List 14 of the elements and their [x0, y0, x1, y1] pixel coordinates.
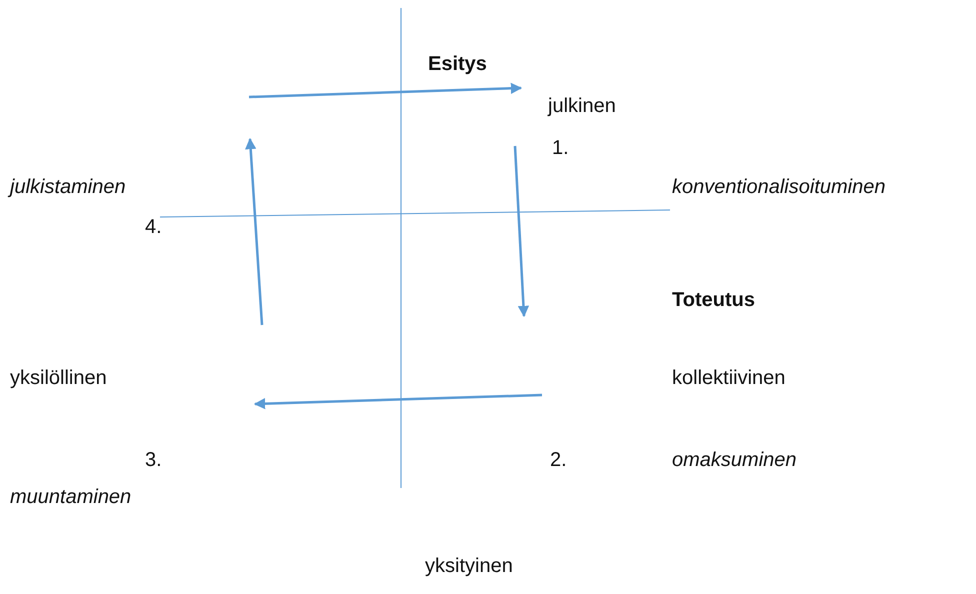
phase-label: omaksuminen	[672, 448, 797, 472]
quadrant-number: 2.	[550, 448, 567, 472]
axis-label: julkinen	[548, 94, 616, 118]
quadrant-number: 4.	[145, 215, 162, 239]
heading-label: Toteutus	[672, 288, 755, 312]
phase-label: julkistaminen	[10, 175, 126, 199]
axis-label: yksityinen	[425, 554, 513, 578]
axis-label: kollektiivinen	[672, 366, 786, 390]
heading-label: Esitys	[428, 52, 487, 76]
phase-label: muuntaminen	[10, 485, 132, 509]
axis-label: yksilöllinen	[10, 366, 107, 390]
quadrant-number: 1.	[552, 136, 569, 160]
phase-label: konventionalisoituminen	[672, 175, 886, 199]
quadrant-number: 3.	[145, 448, 162, 472]
